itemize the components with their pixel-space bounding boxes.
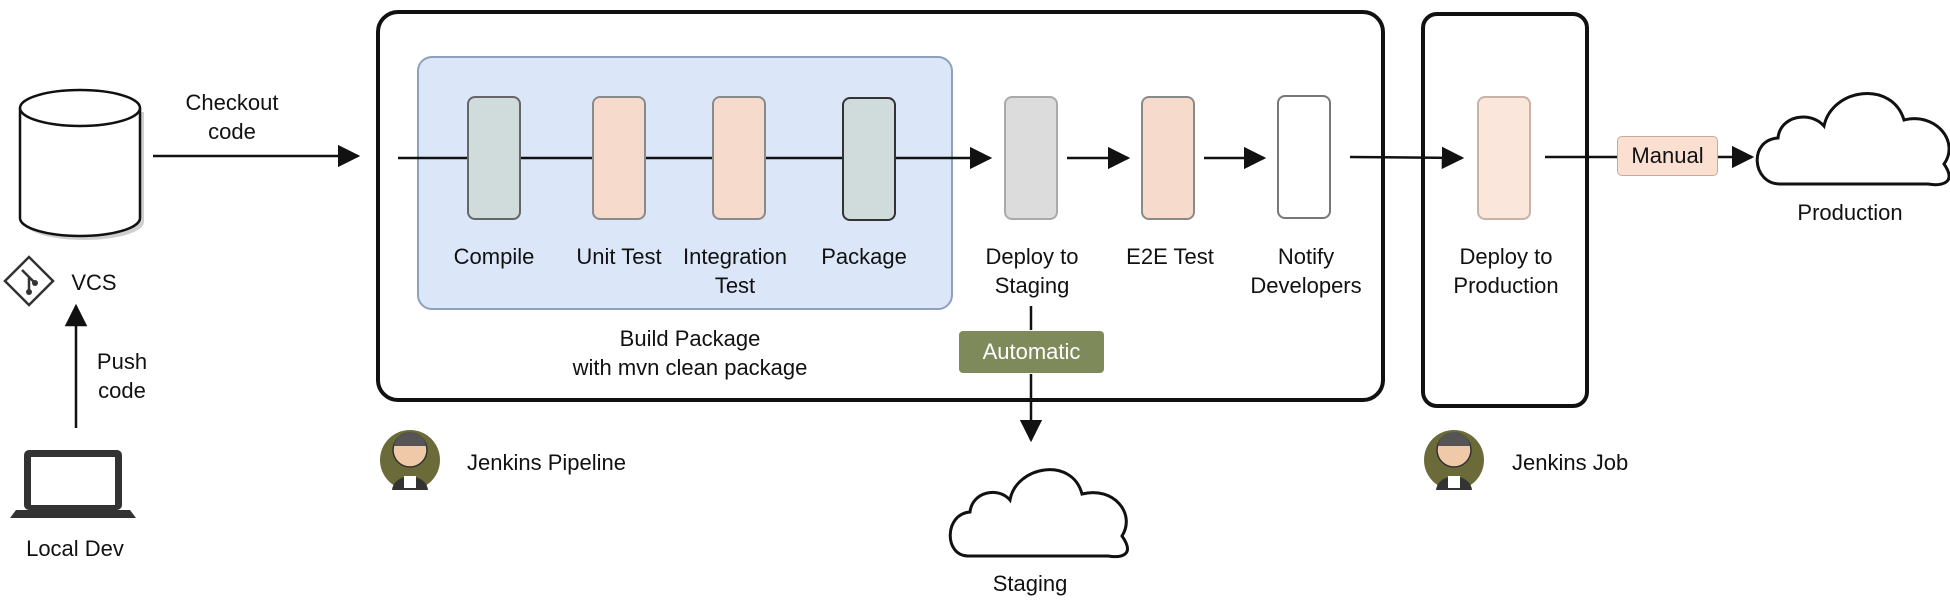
notify-developers-label: Notify Developers bbox=[1250, 244, 1362, 298]
git-repository-icon bbox=[3, 255, 55, 307]
jenkins-logo-icon bbox=[380, 430, 440, 490]
laptop-icon bbox=[10, 450, 136, 518]
jenkins-job-box bbox=[1421, 12, 1589, 408]
jenkins-pipeline-label: Jenkins Pipeline bbox=[467, 450, 626, 475]
jenkins-pipeline-box bbox=[376, 10, 1385, 402]
package-label: Package bbox=[821, 244, 907, 269]
vcs-database-icon bbox=[18, 88, 144, 240]
unit-test-label: Unit Test bbox=[576, 244, 662, 269]
integration-test-label: Integration Test bbox=[683, 244, 787, 298]
production-cloud-icon bbox=[1755, 92, 1950, 187]
notify-stage bbox=[1277, 95, 1331, 219]
production-label: Production bbox=[1797, 200, 1903, 225]
build-package-label: Build Package with mvn clean package bbox=[572, 326, 808, 380]
notify-to-production-arrow bbox=[1349, 146, 1465, 170]
compile-label: Compile bbox=[453, 244, 535, 269]
deploy-production-label: Deploy to Production bbox=[1453, 244, 1559, 298]
deploy-production-stage bbox=[1477, 96, 1531, 220]
build-package-group bbox=[417, 56, 953, 310]
staging-label: Staging bbox=[992, 571, 1068, 596]
checkout-code-label: Checkout code bbox=[185, 90, 279, 144]
vcs-label: VCS bbox=[71, 270, 117, 295]
integration-test-stage bbox=[712, 96, 766, 220]
jenkins-job-label: Jenkins Job bbox=[1512, 450, 1629, 475]
jenkins-logo-icon bbox=[1424, 430, 1484, 490]
compile-stage bbox=[467, 96, 521, 220]
unit-test-stage bbox=[592, 96, 646, 220]
e2e-test-label: E2E Test bbox=[1126, 244, 1214, 269]
staging-cloud-icon bbox=[948, 468, 1129, 559]
deploy-staging-stage bbox=[1004, 96, 1058, 220]
push-code-label: Push code bbox=[96, 349, 148, 403]
package-stage bbox=[842, 97, 896, 221]
local-dev-label: Local Dev bbox=[26, 536, 124, 561]
manual-tag: Manual bbox=[1617, 136, 1718, 176]
deploy-staging-label: Deploy to Staging bbox=[985, 244, 1079, 298]
automatic-tag: Automatic bbox=[959, 331, 1104, 373]
e2e-test-stage bbox=[1141, 96, 1195, 220]
